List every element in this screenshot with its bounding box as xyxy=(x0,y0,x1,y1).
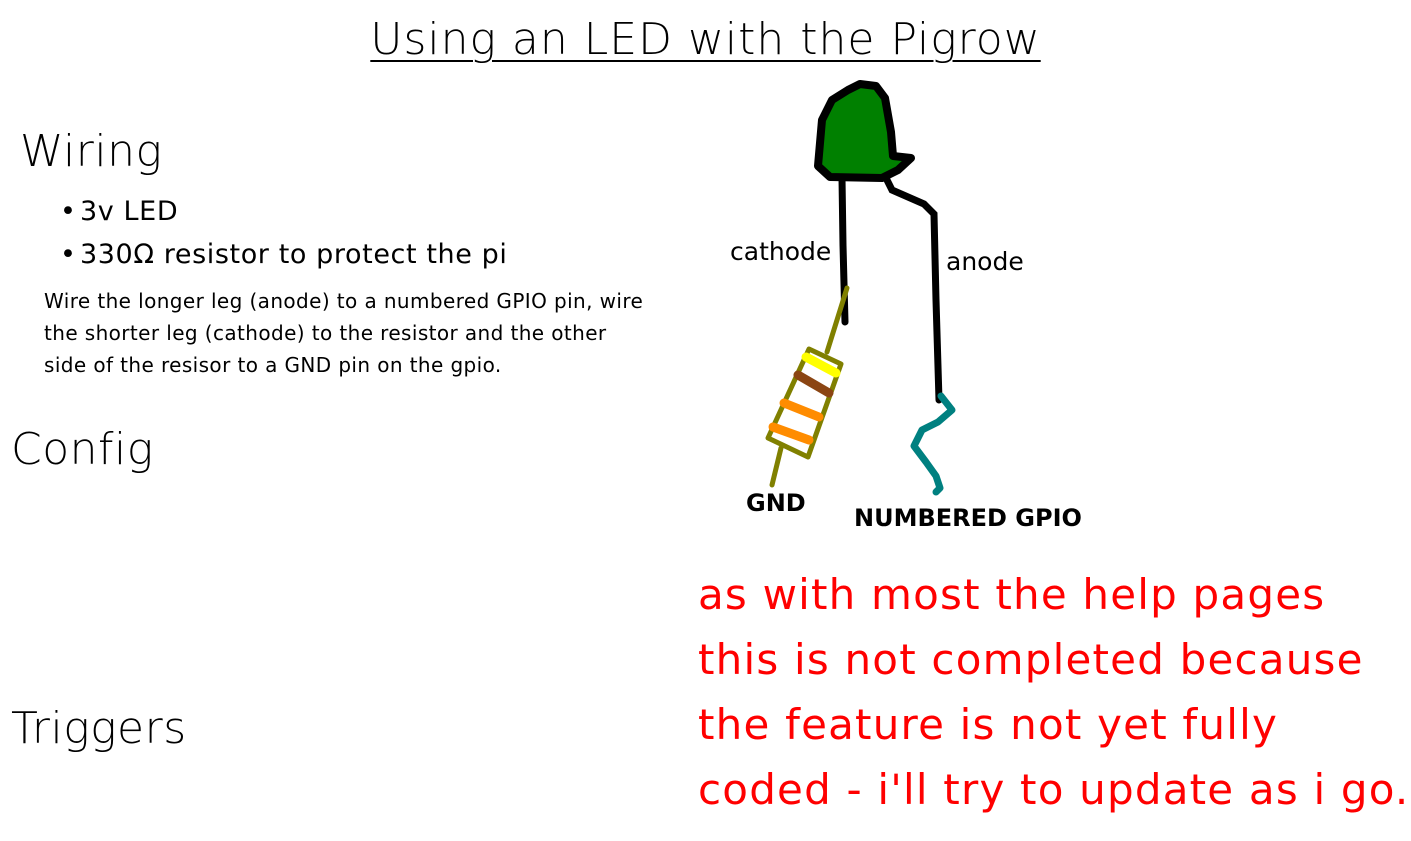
bullet: • xyxy=(60,239,77,270)
led-wiring-diagram: cathode anode GND NUMBERED GPIO xyxy=(730,80,1082,532)
notice-line: this is not completed because xyxy=(698,635,1364,684)
page-title-text: Using an LED with the Pigrow xyxy=(370,14,1041,65)
notice-line: as with most the help pages xyxy=(698,570,1326,619)
wiring-list: •3v LED •330Ω resistor to protect the pi xyxy=(60,190,508,276)
config-heading: Config xyxy=(11,424,154,475)
bullet: • xyxy=(60,196,77,227)
resistor-band-orange-2 xyxy=(768,422,814,445)
page-title: Using an LED with the Pigrow xyxy=(0,14,1411,65)
triggers-heading: Triggers xyxy=(11,703,187,754)
resistor-lead-bottom xyxy=(769,445,784,488)
resistor-band-orange xyxy=(779,398,824,422)
incomplete-notice: as with most the help pages this is not … xyxy=(698,562,1410,822)
wiring-instructions: Wire the longer leg (anode) to a numbere… xyxy=(44,289,644,377)
resistor-band-yellow xyxy=(801,352,841,378)
gpio-label: NUMBERED GPIO xyxy=(854,504,1082,532)
list-item: •330Ω resistor to protect the pi xyxy=(60,233,508,276)
cathode-label: cathode xyxy=(730,237,831,266)
wiring-heading: Wiring xyxy=(20,126,163,177)
notice-line: coded - i'll try to update as i go. xyxy=(698,765,1410,814)
notice-line: the feature is not yet fully xyxy=(698,700,1279,749)
anode-leg xyxy=(882,174,943,404)
list-item-text: 330Ω resistor to protect the pi xyxy=(80,239,508,270)
anode-label: anode xyxy=(946,247,1024,276)
resistor-band-brown xyxy=(793,370,834,398)
led-body xyxy=(814,80,915,182)
gnd-label: GND xyxy=(746,489,806,517)
gpio-wire xyxy=(910,392,956,496)
resistor-lead-top xyxy=(824,285,850,355)
list-item-text: 3v LED xyxy=(80,196,179,227)
list-item: •3v LED xyxy=(60,190,508,233)
